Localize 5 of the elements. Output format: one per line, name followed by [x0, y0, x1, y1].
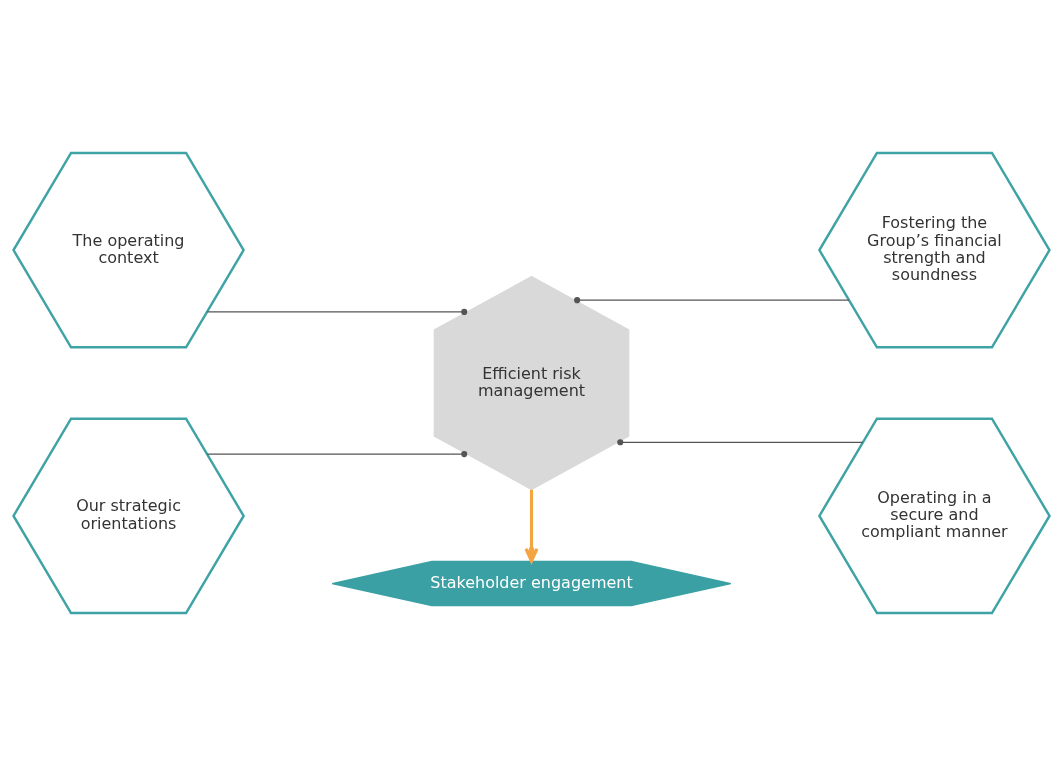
arrow: [524, 489, 539, 563]
connector: [206, 308, 468, 315]
connector: [617, 438, 864, 445]
connector: [574, 296, 850, 303]
connector: [206, 450, 468, 457]
